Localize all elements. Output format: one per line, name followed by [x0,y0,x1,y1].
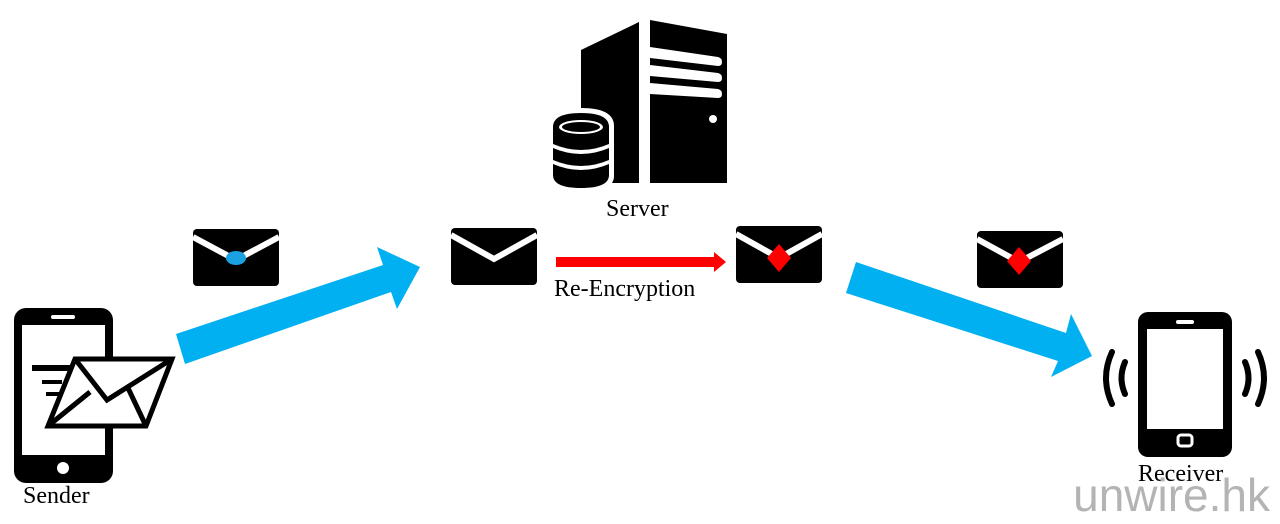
envelope-plain-icon [449,228,539,285]
sender-phone-icon [14,308,176,483]
watermark: unwire.hk [1073,469,1270,521]
receiver-label: Receiver [1138,461,1224,487]
vibration-waves-icon [1103,349,1267,407]
server-label: Server [606,196,669,222]
sender-label: Sender [23,483,90,509]
receiver-phone-icon [1103,312,1267,457]
envelope-reencrypted-red-icon [734,226,824,283]
arrow-server-to-receiver [846,262,1092,377]
arrow-sender-to-server [176,247,420,364]
envelope-reencrypted-red-icon-2 [975,231,1065,288]
arrow-re-encryption [556,252,726,272]
sending-envelope-icon [44,356,176,429]
envelope-encrypted-blue-icon [191,229,281,286]
re-encryption-label: Re-Encryption [554,276,696,302]
database-icon [548,108,614,192]
server-icon [548,20,727,192]
